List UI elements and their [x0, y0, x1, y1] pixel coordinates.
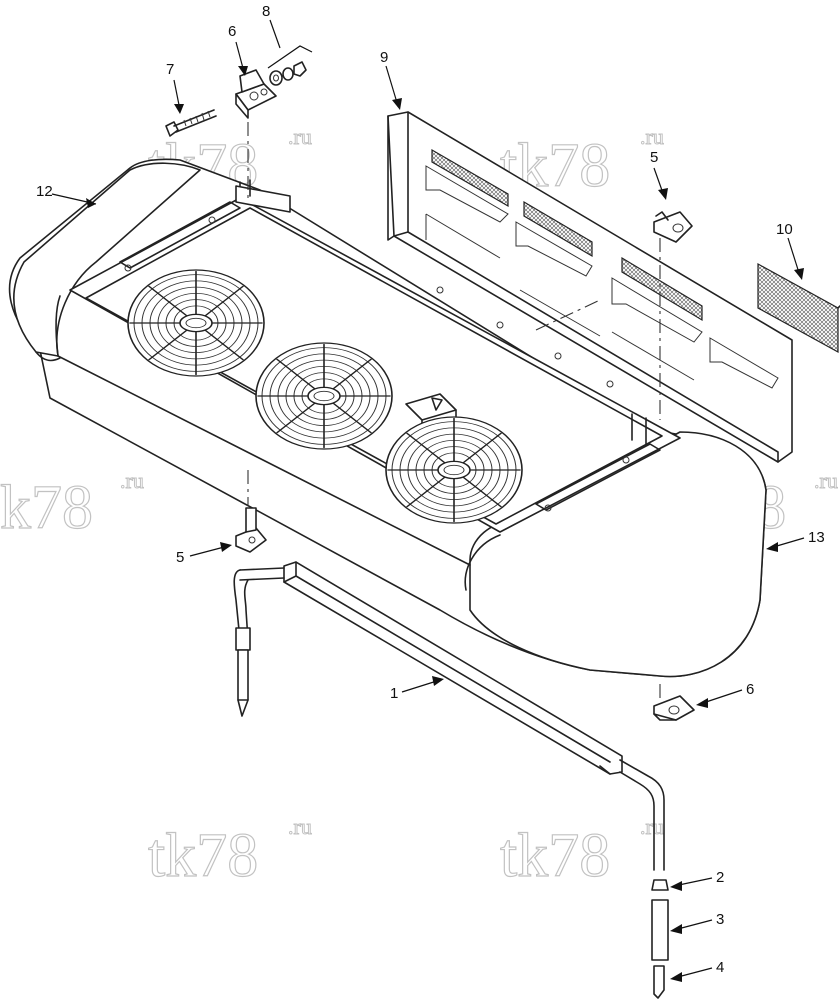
evaporator-housing	[8, 158, 767, 678]
watermark-text: k78	[0, 474, 93, 542]
watermark-sup: .ru	[814, 468, 838, 493]
callout-4: 4	[716, 959, 724, 976]
callout-2: 2	[716, 869, 724, 886]
callout-labels: 12 7 6 8 9 5 10 5 13 1 6 2 3 4	[36, 3, 825, 976]
fan-3	[385, 416, 523, 524]
callout-8: 8	[262, 3, 270, 20]
bracket-part-6-lower	[653, 695, 695, 721]
bolt-part-7	[165, 109, 217, 137]
callout-leaders	[51, 19, 805, 982]
bracket-part-6-upper	[235, 69, 277, 119]
callout-13: 13	[808, 529, 825, 546]
bracket-part-5-lower	[235, 507, 267, 553]
rear-grille-panel	[387, 111, 793, 463]
watermark-sup: .ru	[288, 814, 312, 839]
callout-6-upper: 6	[228, 23, 236, 40]
watermark-sup: .ru	[640, 814, 664, 839]
callout-7: 7	[166, 61, 174, 78]
callout-3: 3	[716, 911, 724, 928]
fan-2	[255, 342, 393, 450]
callout-12: 12	[36, 183, 53, 200]
watermark-sup: .ru	[288, 124, 312, 149]
watermark-sup: .ru	[120, 468, 144, 493]
hardware-part-8	[267, 45, 313, 86]
bracket-part-5-upper	[653, 211, 693, 243]
callout-9: 9	[380, 49, 388, 66]
callout-1: 1	[390, 685, 398, 702]
watermark-sup: .ru	[640, 124, 664, 149]
callout-6-lower: 6	[746, 681, 754, 698]
callout-5-lower: 5	[176, 549, 184, 566]
watermark-text: tk78	[148, 822, 258, 890]
drain-pan-assembly	[233, 561, 669, 999]
watermark-text: tk78	[500, 822, 610, 890]
callout-5-upper: 5	[650, 149, 658, 166]
callout-10: 10	[776, 221, 793, 238]
fan-1	[127, 269, 265, 377]
